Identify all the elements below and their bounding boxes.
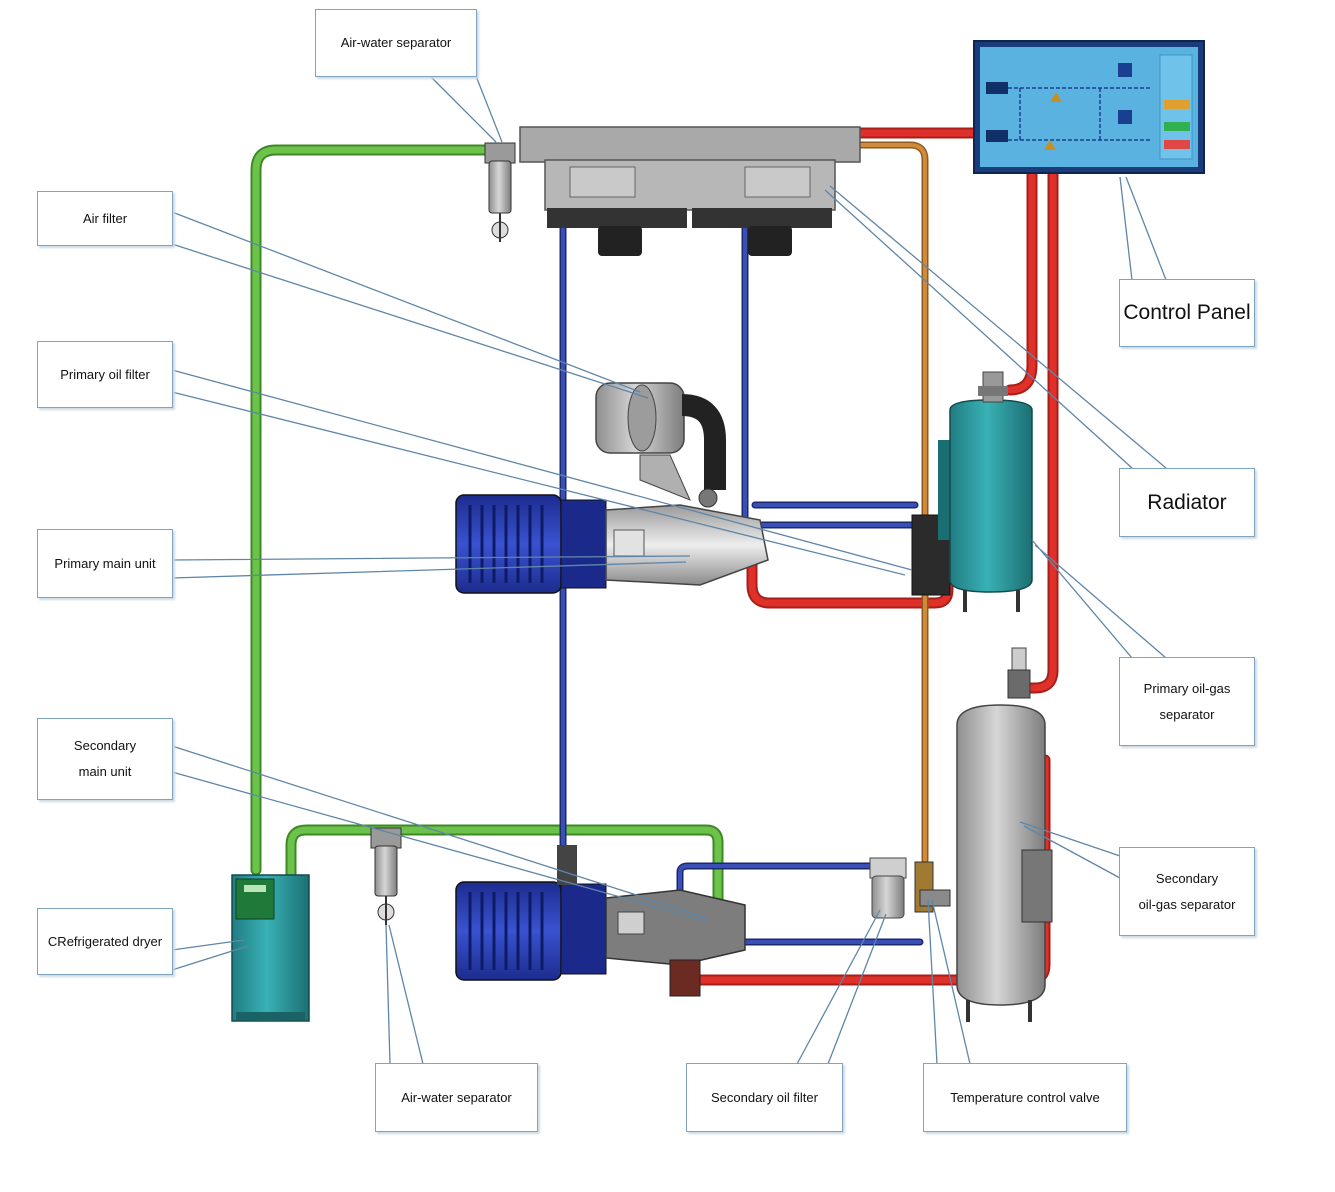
air-water-separator-bottom-device (370, 827, 402, 925)
label-primary-oil-filter: Primary oil filter (37, 341, 173, 408)
temperature-control-valve (914, 861, 951, 913)
label-temperature-control-valve: Temperature control valve (923, 1063, 1127, 1132)
label-primary-main-unit: Primary main unit (37, 529, 173, 598)
label-primary-oil-gas-separator: Primary oil-gas separator (1119, 657, 1255, 746)
secondary-compressor-assembly (455, 845, 746, 997)
label-air-filter-text: Air filter (82, 210, 128, 226)
label-air-filter: Air filter (37, 191, 173, 246)
label-air-water-separator-bottom-text: Air-water separator (401, 1089, 512, 1105)
secondary-oil-gas-separator (956, 647, 1053, 1022)
primary-compressor-assembly (455, 382, 769, 594)
radiator (519, 126, 861, 256)
label-secondary-main-unit-line1: Secondary (73, 738, 137, 753)
label-air-water-separator-top: Air-water separator (315, 9, 477, 77)
label-air-water-separator-top-text: Air-water separator (340, 35, 452, 50)
label-radiator: Radiator (1119, 468, 1255, 537)
label-radiator-text: Radiator (1147, 490, 1227, 514)
label-secondary-oil-gas-separator: Secondary oil-gas separator (1119, 847, 1255, 936)
label-primary-oil-gas-separator-line2: separator (1159, 706, 1215, 722)
refrigerated-dryer (231, 874, 310, 1022)
label-primary-oil-filter-text: Primary oil filter (60, 366, 150, 382)
label-temperature-control-valve-text: Temperature control valve (950, 1089, 1100, 1105)
label-primary-main-unit-text: Primary main unit (54, 555, 156, 571)
label-air-water-separator-bottom: Air-water separator (375, 1063, 538, 1132)
primary-oil-gas-separator (911, 371, 1033, 612)
air-water-separator-top-device (484, 142, 516, 242)
label-secondary-oil-filter: Secondary oil filter (686, 1063, 843, 1132)
label-control-panel: Control Panel (1119, 279, 1255, 347)
secondary-oil-filter (869, 857, 907, 919)
label-refrigerated-dryer: CRefrigerated dryer (37, 908, 173, 975)
orange-oil-pipe (621, 141, 929, 864)
label-secondary-oil-filter-text: Secondary oil filter (711, 1089, 818, 1105)
label-secondary-oil-gas-separator-line2: oil-gas separator (1138, 896, 1236, 912)
green-air-pipes (250, 144, 724, 911)
callout-lines (171, 75, 1167, 1065)
label-secondary-main-unit: Secondary main unit (37, 718, 173, 800)
label-refrigerated-dryer-text: CRefrigerated dryer (47, 933, 163, 949)
label-control-panel-text: Control Panel (1123, 301, 1251, 324)
label-secondary-main-unit-line2: main unit (78, 764, 132, 779)
label-secondary-oil-gas-separator-line1: Secondary (1155, 870, 1219, 886)
label-primary-oil-gas-separator-line1: Primary oil-gas (1143, 680, 1231, 696)
control-panel (973, 40, 1205, 174)
